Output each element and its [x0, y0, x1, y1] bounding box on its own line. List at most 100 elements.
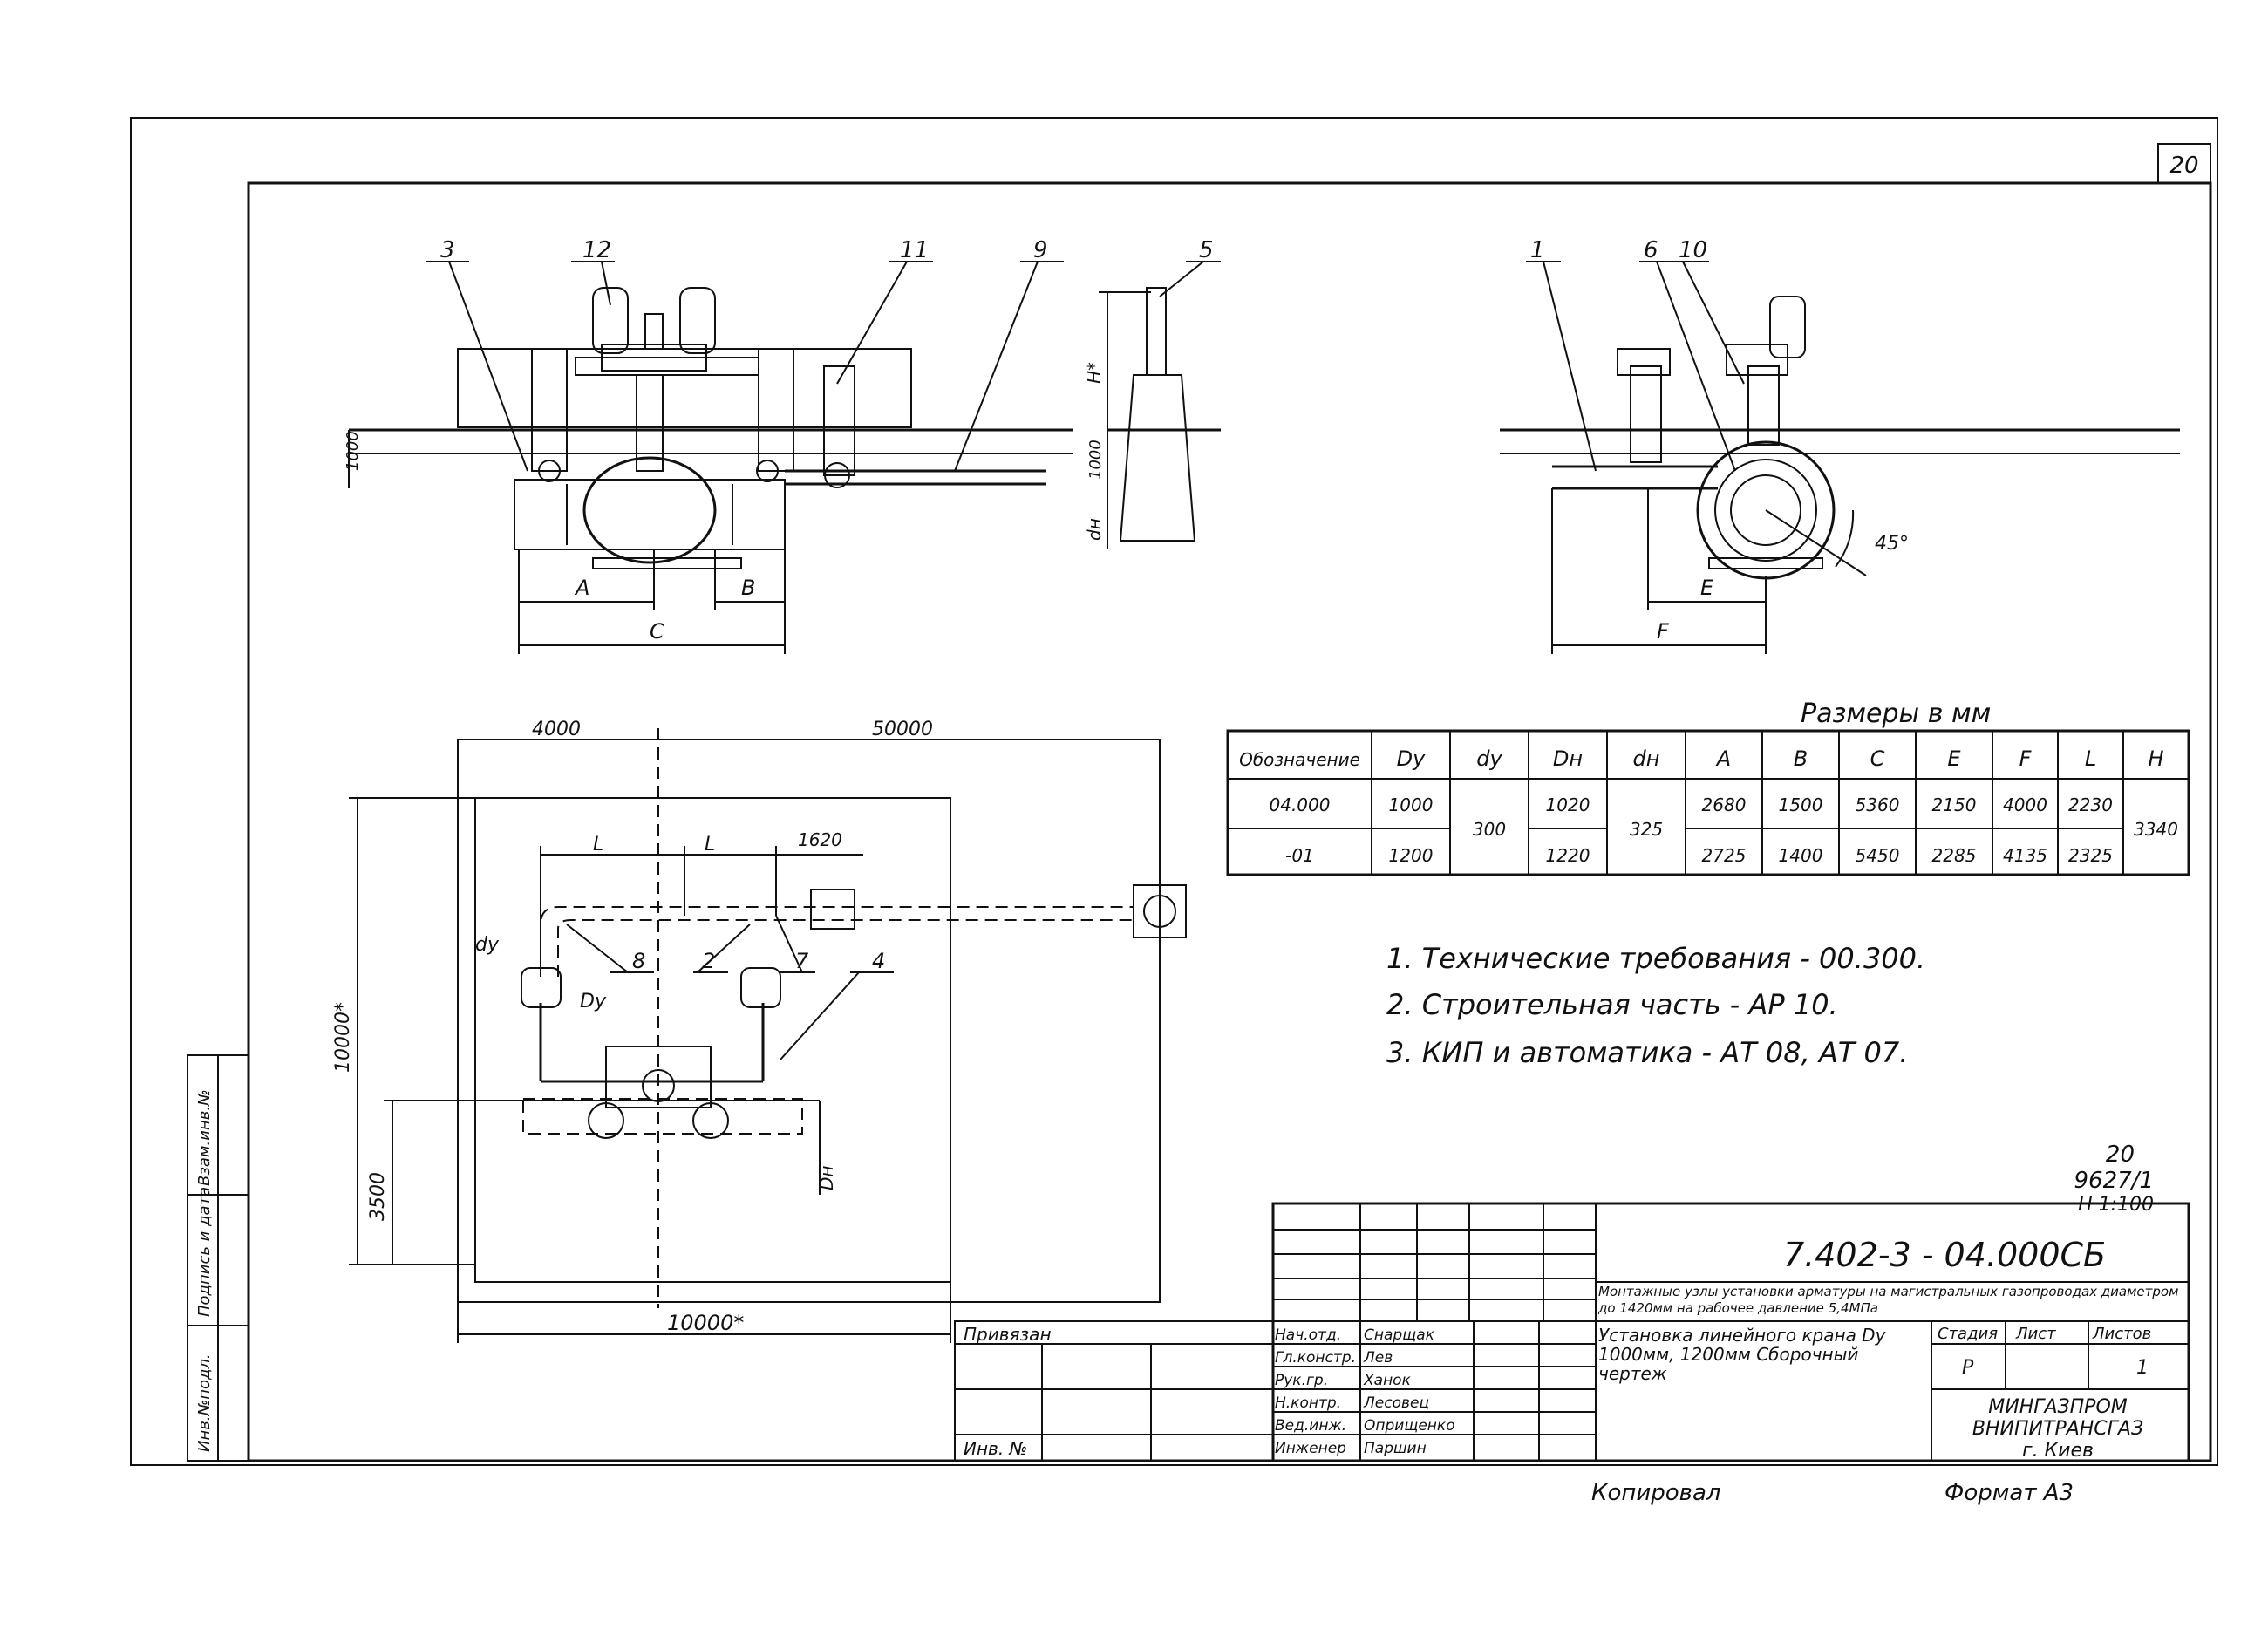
- dim-b: B: [741, 576, 755, 600]
- staff-name: Снарщак: [1364, 1326, 1435, 1344]
- table-cell: 4135: [2003, 845, 2047, 866]
- dim-dn-side: dн: [1084, 518, 1105, 541]
- callout-12: 12: [582, 237, 611, 263]
- vent-detail: 5 H* 1000 dн: [1084, 237, 1221, 549]
- staff-name: Паршин: [1364, 1440, 1427, 1457]
- table-cell: 5360: [1856, 794, 1900, 815]
- table-header-cell: H: [2148, 747, 2163, 771]
- footer-copied: Копировал: [1591, 1480, 1721, 1506]
- sheet-label: Лист: [2015, 1325, 2056, 1343]
- inv-label: Инв. №: [964, 1438, 1027, 1459]
- sheets-label: Листов: [2092, 1325, 2151, 1343]
- table-header-cell: A: [1715, 747, 1731, 771]
- org-1: МИНГАЗПРОМ: [1988, 1396, 2128, 1418]
- table-header-cell: B: [1794, 747, 1808, 771]
- drawing-description: Монтажные узлы установки арматуры на маг…: [1598, 1284, 2179, 1316]
- table-header-cell: dн: [1633, 747, 1660, 771]
- staff-name: Лев: [1363, 1349, 1393, 1367]
- section-view: 45° E F 1 6 10: [1500, 237, 2180, 654]
- callout-1: 1: [1530, 237, 1545, 263]
- table-header-cell: E: [1947, 747, 1961, 771]
- org-2: ВНИПИТРАНСГАЗ: [1972, 1418, 2143, 1440]
- note-3: 3. КИП и автоматика - АТ 08, АТ 07.: [1386, 1036, 1908, 1069]
- dim-1000-left: 1000: [344, 431, 362, 471]
- table-header-cell: Обозначение: [1239, 749, 1360, 770]
- table-cell: 1220: [1546, 845, 1590, 866]
- drawing-code: 7.402-3 - 04.000СБ: [1783, 1236, 2106, 1274]
- plan-dim-bottom: 10000*: [667, 1311, 744, 1335]
- dim-a: A: [574, 576, 589, 600]
- staff-role: Вед.инж.: [1275, 1417, 1346, 1435]
- table-cell: -01: [1285, 845, 1314, 866]
- table-cell: 1000: [1389, 794, 1434, 815]
- description-box: Монтажные узлы установки арматуры на маг…: [1598, 1284, 2179, 1316]
- table-header-cell: dу: [1476, 747, 1502, 771]
- plan-dim-dy: dу: [475, 934, 500, 956]
- title-cell: Установка линейного крана Dу 1000мм, 120…: [1598, 1326, 1886, 1384]
- staff-role: Гл.констр.: [1275, 1349, 1356, 1367]
- staff-role: Н.контр.: [1275, 1394, 1341, 1412]
- staff-name: Лесовец: [1363, 1394, 1429, 1412]
- callout-4: 4: [872, 949, 885, 973]
- dim-c: C: [650, 619, 664, 644]
- table-header-cell: C: [1870, 747, 1885, 771]
- table-cell: 325: [1630, 819, 1663, 840]
- table-cell: 2325: [2068, 845, 2113, 866]
- table-cell: 2680: [1702, 794, 1747, 815]
- stage-value: Р: [1962, 1357, 1974, 1379]
- table-header-cell: Dу: [1397, 747, 1426, 771]
- notes: 1. Технические требования - 00.300. 2. С…: [1386, 942, 1925, 1069]
- title-block: Привязан Инв. № 7.402-3 - 04.000СБ Монта…: [954, 1202, 2190, 1462]
- note-1: 1. Технические требования - 00.300.: [1386, 942, 1925, 975]
- plan-dim-50000: 50000: [872, 719, 933, 740]
- dim-h-star: H*: [1084, 362, 1105, 384]
- staff-role: Рук.гр.: [1275, 1372, 1328, 1389]
- sheet-number: 20: [2169, 153, 2198, 179]
- dim-1000-right: 1000: [1086, 440, 1105, 480]
- table-cell: 1200: [1389, 845, 1434, 866]
- dim-e: E: [1700, 576, 1714, 600]
- callout-7: 7: [795, 949, 809, 973]
- table-cell: 04.000: [1270, 794, 1331, 815]
- callout-10: 10: [1679, 237, 1707, 263]
- staff-name: Оприщенко: [1364, 1417, 1455, 1435]
- callout-6: 6: [1644, 237, 1658, 263]
- ref-line-2: 9627/1: [2074, 1168, 2154, 1194]
- callout-5: 5: [1199, 237, 1214, 263]
- table-cell: 300: [1473, 819, 1506, 840]
- callout-9: 9: [1033, 237, 1048, 263]
- reference-stamp: 20 9627/1 Н 1:100: [2074, 1142, 2154, 1216]
- drawing-title: Установка линейного крана Dу 1000мм, 120…: [1598, 1326, 1886, 1384]
- callout-8: 8: [632, 949, 645, 973]
- footer-format: Формат А3: [1944, 1480, 2074, 1506]
- ref-line-1: 20: [2106, 1142, 2135, 1168]
- plan-dim-3500: 3500: [367, 1172, 389, 1221]
- table-cell: 1020: [1546, 794, 1590, 815]
- dim-angle: 45°: [1875, 533, 1909, 555]
- table-cell: 2285: [1932, 845, 1977, 866]
- table-cell: 2725: [1702, 845, 1747, 866]
- sheet-number-box: [2157, 143, 2211, 184]
- plan-dim-l2: L: [705, 834, 715, 856]
- table-cell: 5450: [1856, 845, 1900, 866]
- plan-dim-1620: 1620: [798, 829, 842, 850]
- table-header-cell: L: [2085, 747, 2096, 771]
- staff-role: Нач.отд.: [1275, 1326, 1341, 1344]
- staff-name: Ханок: [1363, 1372, 1412, 1389]
- table-header-cell: F: [2019, 747, 2033, 771]
- callout-2: 2: [702, 949, 715, 973]
- note-2: 2. Строительная часть - АР 10.: [1386, 988, 1838, 1021]
- plan-dim-l1: L: [593, 834, 603, 856]
- plan-dim-left: 10000*: [332, 1002, 354, 1073]
- table-cell: 1500: [1779, 794, 1823, 815]
- org-3: г. Киев: [2022, 1440, 2094, 1462]
- callout-3: 3: [440, 237, 455, 263]
- plan-dim-dn: Dн: [816, 1166, 837, 1190]
- side-inv: Инв.№подл.: [195, 1353, 214, 1452]
- table-header-cell: Dн: [1553, 747, 1583, 771]
- plan-dim-4000: 4000: [532, 719, 581, 740]
- callout-11: 11: [900, 237, 929, 263]
- elevation-view: A B C 1000 3 12 11 9: [344, 237, 1221, 654]
